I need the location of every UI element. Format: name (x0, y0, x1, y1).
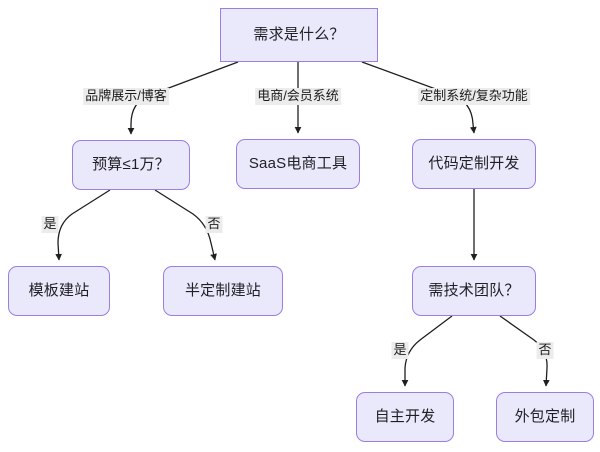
node-budget-question[interactable]: 预算≤1万？ (72, 140, 190, 190)
edge-label-ecommerce-member: 电商/会员系统 (255, 88, 341, 105)
node-tech-team-question[interactable]: 需技术团队？ (412, 266, 536, 316)
edge-label-budget-yes: 是 (41, 216, 59, 233)
node-requirement-question[interactable]: 需求是什么？ (220, 8, 378, 62)
edge-label-custom-complex: 定制系统/复杂功能 (418, 88, 530, 105)
node-template-site[interactable]: 模板建站 (8, 266, 110, 316)
node-saas-ecommerce-tool[interactable]: SaaS电商工具 (236, 139, 360, 189)
node-custom-code-dev[interactable]: 代码定制开发 (412, 139, 536, 189)
edge-n7-n8 (401, 315, 453, 387)
edge-label-budget-no: 否 (205, 216, 223, 233)
node-outsourced-custom[interactable]: 外包定制 (496, 392, 594, 442)
node-semi-custom-site[interactable]: 半定制建站 (163, 266, 283, 316)
edge-label-brand-blog: 品牌展示/博客 (83, 88, 169, 105)
edge-label-team-yes: 是 (391, 342, 409, 359)
edge-n2-n5 (55, 189, 111, 261)
edge-label-team-no: 否 (536, 342, 554, 359)
node-inhouse-development[interactable]: 自主开发 (356, 392, 454, 442)
